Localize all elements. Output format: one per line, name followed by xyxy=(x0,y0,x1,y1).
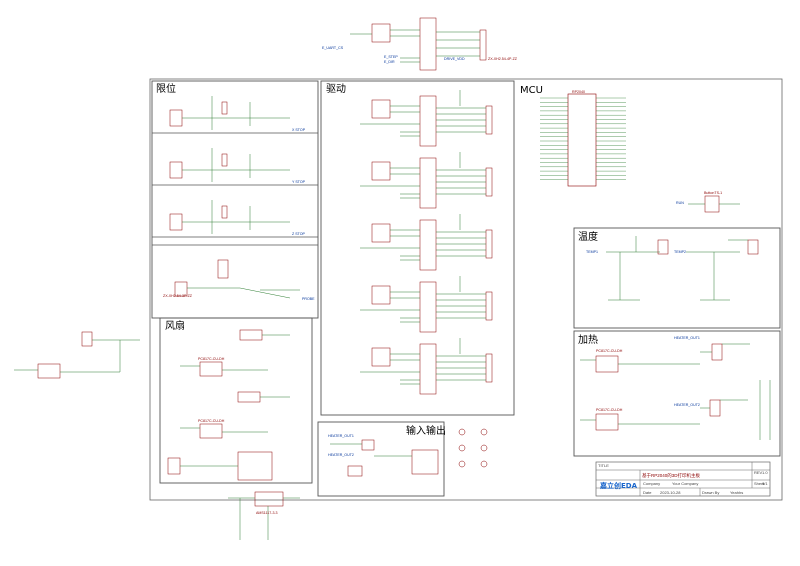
mcu-chip xyxy=(540,93,626,187)
limit-connector xyxy=(169,161,183,179)
mcu-part-label: RP2040 xyxy=(572,90,585,94)
net-label: Z STOP xyxy=(292,232,306,236)
net-label: E_DIR xyxy=(384,60,395,64)
fan-circuits xyxy=(167,329,290,481)
title-block: TITLE 基于RP2040的3D打印机主板 REV 1.0 嘉立创EDA Co… xyxy=(595,461,771,497)
io-block-title: 输入输出 xyxy=(406,424,446,437)
driver-top xyxy=(350,17,487,71)
net-label: HEATER_OUT2 xyxy=(674,403,700,407)
eda-logo: 嘉立创EDA xyxy=(599,481,638,490)
drive-block: 驱动 xyxy=(320,80,515,416)
motor-connector xyxy=(485,167,493,197)
net-label: HEATER_OUT1 xyxy=(328,434,354,438)
reset-button xyxy=(688,195,740,213)
limit-channels xyxy=(169,96,290,234)
part-label: ButtonTS-1 xyxy=(704,191,722,195)
sheet-title: 基于RP2040的3D打印机主板 xyxy=(642,472,701,479)
drive-drivers xyxy=(360,90,493,395)
sheet-label: Sheet xyxy=(754,481,765,486)
mcu-block-title: MCU xyxy=(520,85,543,96)
power-input xyxy=(14,331,140,379)
spi-header xyxy=(371,223,391,243)
tmc-driver xyxy=(419,219,437,271)
motor-connector xyxy=(485,229,493,259)
limit-connector xyxy=(169,213,183,231)
fan-block: 风扇 xyxy=(159,317,313,484)
resistor xyxy=(221,205,228,219)
part-label: PC817C-CU-DH xyxy=(198,357,225,361)
limit-block: 限位 xyxy=(151,80,319,319)
motor-connector xyxy=(485,291,493,321)
mcu-block-label: MCU xyxy=(520,85,543,96)
date-value: 2023-10-28 xyxy=(660,490,681,495)
company-label: Company xyxy=(643,481,660,486)
date-label: Date xyxy=(643,490,652,495)
tmc-driver xyxy=(419,343,437,395)
net-label: HEATER_OUT2 xyxy=(328,453,354,457)
heat-block: 加热 xyxy=(573,330,781,457)
net-label: TEMP2 xyxy=(674,250,686,254)
spi-header xyxy=(371,285,391,305)
temp-circuits xyxy=(606,236,759,301)
ldo-part-label: AMS1117-3.3 xyxy=(256,511,277,515)
net-label: Y STOP xyxy=(292,180,306,184)
part-label: PC817C-CU-DH xyxy=(596,408,623,412)
limit-connector xyxy=(169,109,183,127)
drawn-value: Yeahhs xyxy=(730,490,743,495)
drive-block-title: 驱动 xyxy=(326,83,346,95)
net-label: E_UART_CS xyxy=(322,46,344,50)
rev-label: REV xyxy=(754,470,763,475)
motor-connector xyxy=(485,105,493,135)
tmc-driver xyxy=(419,281,437,333)
mounting-holes xyxy=(458,428,488,468)
resistor xyxy=(221,101,228,115)
part-label: ZX-XH2.54-4P-ZZ xyxy=(488,57,518,61)
sheet-value: 1/1 xyxy=(762,481,768,486)
drawn-label: Drawn By xyxy=(702,490,719,495)
limit-block-title: 限位 xyxy=(156,82,176,95)
motor-connector xyxy=(485,353,493,383)
fan-block-title: 风扇 xyxy=(165,319,185,332)
net-label: TEMP1 xyxy=(586,250,598,254)
net-label: E_STEP xyxy=(384,55,398,59)
probe-circuit xyxy=(174,259,300,299)
io-block: 输入输出 xyxy=(317,421,446,497)
spi-header xyxy=(371,161,391,181)
temp-block: 温度 xyxy=(573,227,781,329)
net-label: X STOP xyxy=(292,128,306,132)
net-label: RUN xyxy=(676,201,684,205)
io-circuits xyxy=(330,439,439,477)
part-label: PC817C-CU-DH xyxy=(198,419,225,423)
part-label: PC817C-CU-DH xyxy=(596,349,623,353)
net-label: HEATER_OUT1 xyxy=(674,336,700,340)
heat-block-title: 加热 xyxy=(578,333,598,346)
spi-header xyxy=(371,347,391,367)
net-label: DRIVE_VDD xyxy=(444,57,465,61)
spi-header xyxy=(371,99,391,119)
part-label: ZX-XH2.54-3P-ZZ xyxy=(163,294,193,298)
tmc-driver xyxy=(419,95,437,147)
resistor xyxy=(221,153,228,167)
ldo-circuit xyxy=(228,491,300,540)
title-label: TITLE xyxy=(598,463,609,468)
temp-block-title: 温度 xyxy=(578,230,598,243)
net-label: PROBE xyxy=(302,297,315,301)
company-value: Your Company xyxy=(672,481,698,486)
heat-circuits xyxy=(580,343,771,440)
sheet-frame xyxy=(149,78,783,501)
tmc-driver xyxy=(419,157,437,209)
rev-value: 1.0 xyxy=(762,470,768,475)
